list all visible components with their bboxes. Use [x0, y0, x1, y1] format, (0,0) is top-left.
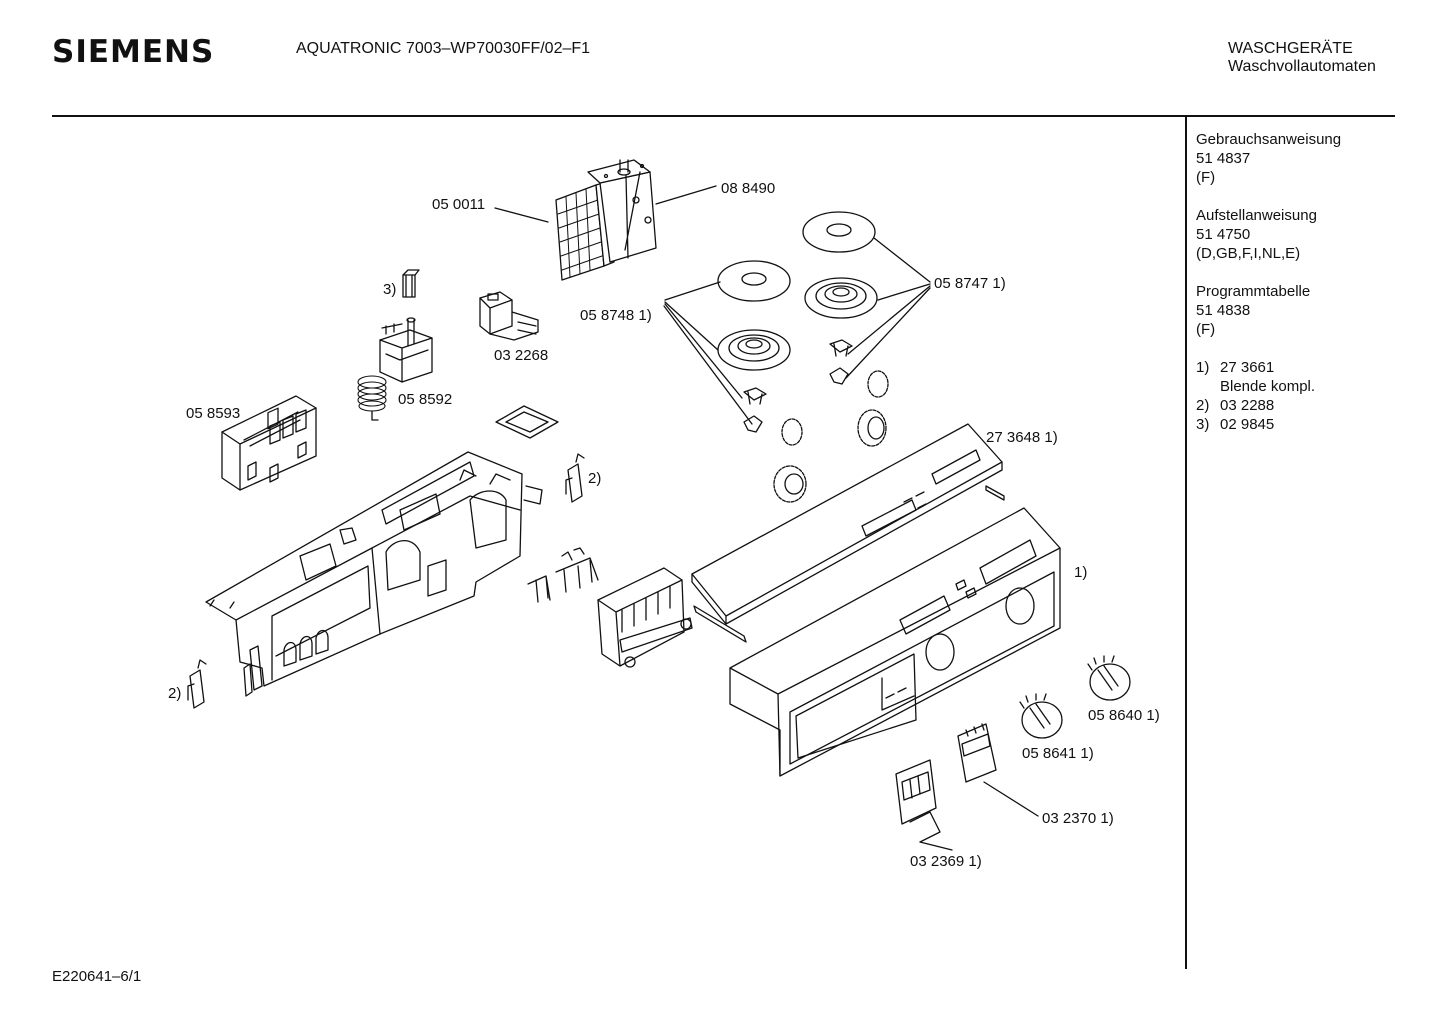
mounting-clip-drawing [565, 453, 585, 503]
part-label: 05 0011 [432, 196, 485, 213]
doc-languages: (D,GB,F,I,NL,E) [1196, 245, 1301, 262]
doc-group-installation-instructions: Aufstellanweisung 51 4750 (D,GB,F,I,NL,E… [1196, 206, 1436, 263]
footnote-1: 1) 27 3661 Blende kompl. [1196, 358, 1436, 396]
category-line-2: Waschvollautomaten [1228, 58, 1376, 75]
contact-springs-drawing [527, 547, 599, 603]
control-panel-chassis-drawing [205, 451, 543, 697]
leader-lines-058747 [845, 237, 931, 379]
fascia-insert-drawing [957, 723, 997, 783]
drawing-id: E220641–6/1 [52, 968, 142, 985]
doc-number: 51 4837 [1196, 150, 1251, 167]
document-sidebar: Gebrauchsanweisung 51 4837 (F) Aufstella… [1196, 130, 1436, 434]
front-control-panel-drawing [729, 507, 1061, 777]
panel-strip-drawing [691, 423, 1005, 643]
appliance-category: WASCHGERÄTE Waschvollautomaten [1228, 40, 1376, 76]
part-label: 03 2370 1) [1042, 810, 1114, 827]
part-label: 05 8593 [186, 405, 240, 422]
part-label: 3) [383, 281, 396, 298]
footnote-number: 03 2288 [1220, 397, 1275, 414]
leader-line [494, 207, 549, 223]
selector-switch-drawing [357, 317, 433, 421]
part-label: 27 3648 1) [986, 429, 1058, 446]
doc-languages: (F) [1196, 321, 1216, 338]
part-label: 05 8592 [398, 391, 452, 408]
model-title: AQUATRONIC 7003–WP70030FF/02–F1 [296, 40, 591, 57]
doc-title: Gebrauchsanweisung [1196, 131, 1342, 148]
part-label: 05 8748 1) [580, 307, 652, 324]
sidebar-divider [1185, 117, 1187, 969]
leader-line [919, 841, 953, 851]
header-divider [52, 115, 1395, 117]
footnote-marker: 2) [1196, 397, 1210, 414]
part-label: 03 2268 [494, 347, 548, 364]
part-label: 05 8747 1) [934, 275, 1006, 292]
footnote-marker: 1) [1196, 359, 1210, 376]
part-label: 05 8640 1) [1088, 707, 1160, 724]
doc-number: 51 4750 [1196, 226, 1251, 243]
leader-line [983, 781, 1039, 817]
mounting-clip-drawing [187, 659, 207, 709]
control-knob-drawing [1019, 693, 1063, 739]
footnote-number: 27 3661 [1220, 359, 1275, 376]
part-label: 2) [168, 685, 181, 702]
footnote-text: Blende kompl. [1220, 378, 1316, 395]
footnotes: 1) 27 3661 Blende kompl. 2) 03 2288 3) 02 9… [1196, 358, 1436, 434]
exploded-parts-diagram: 05 0011 08 8490 3) 03 2268 05 8748 1) 05… [168, 159, 1160, 870]
doc-title: Aufstellanweisung [1196, 207, 1317, 224]
doc-number: 51 4838 [1196, 302, 1251, 319]
part-label: 05 8641 1) [1022, 745, 1094, 762]
category-line-1: WASCHGERÄTE [1228, 40, 1353, 57]
doc-group-operating-instructions: Gebrauchsanweisung 51 4837 (F) [1196, 130, 1436, 187]
footnote-marker: 3) [1196, 416, 1210, 433]
leader-line [655, 185, 717, 205]
small-connector-drawing [402, 269, 420, 298]
key-switch-block-drawing [597, 567, 693, 668]
doc-group-program-table: Programmtabelle 51 4838 (F) [1196, 282, 1436, 339]
gear-wheels-drawing [773, 370, 889, 503]
footnote-3: 3) 02 9845 [1196, 415, 1436, 434]
doc-title: Programmtabelle [1196, 283, 1311, 300]
part-label: 08 8490 [721, 180, 775, 197]
leader-lines-058748 [663, 281, 753, 425]
circuit-board-drawing [221, 395, 317, 491]
brand-logo: SIEMENS [52, 34, 215, 70]
programmer-unit-drawing [555, 159, 657, 281]
pulley-discs-drawing [717, 211, 878, 371]
relay-drawing [479, 291, 539, 341]
part-labels: 05 0011 08 8490 3) 03 2268 05 8748 1) 05… [168, 180, 1160, 870]
footnote-number: 02 9845 [1220, 416, 1275, 433]
knob-clips-drawing [743, 339, 853, 433]
control-knob-drawing [1087, 655, 1131, 701]
doc-languages: (F) [1196, 169, 1216, 186]
part-label: 2) [588, 470, 601, 487]
part-label: 03 2369 1) [910, 853, 982, 870]
switch-frame-drawing [495, 405, 559, 439]
fascia-insert-drawing [895, 759, 941, 843]
footnote-2: 2) 03 2288 [1196, 396, 1436, 415]
part-label: 1) [1074, 564, 1087, 581]
